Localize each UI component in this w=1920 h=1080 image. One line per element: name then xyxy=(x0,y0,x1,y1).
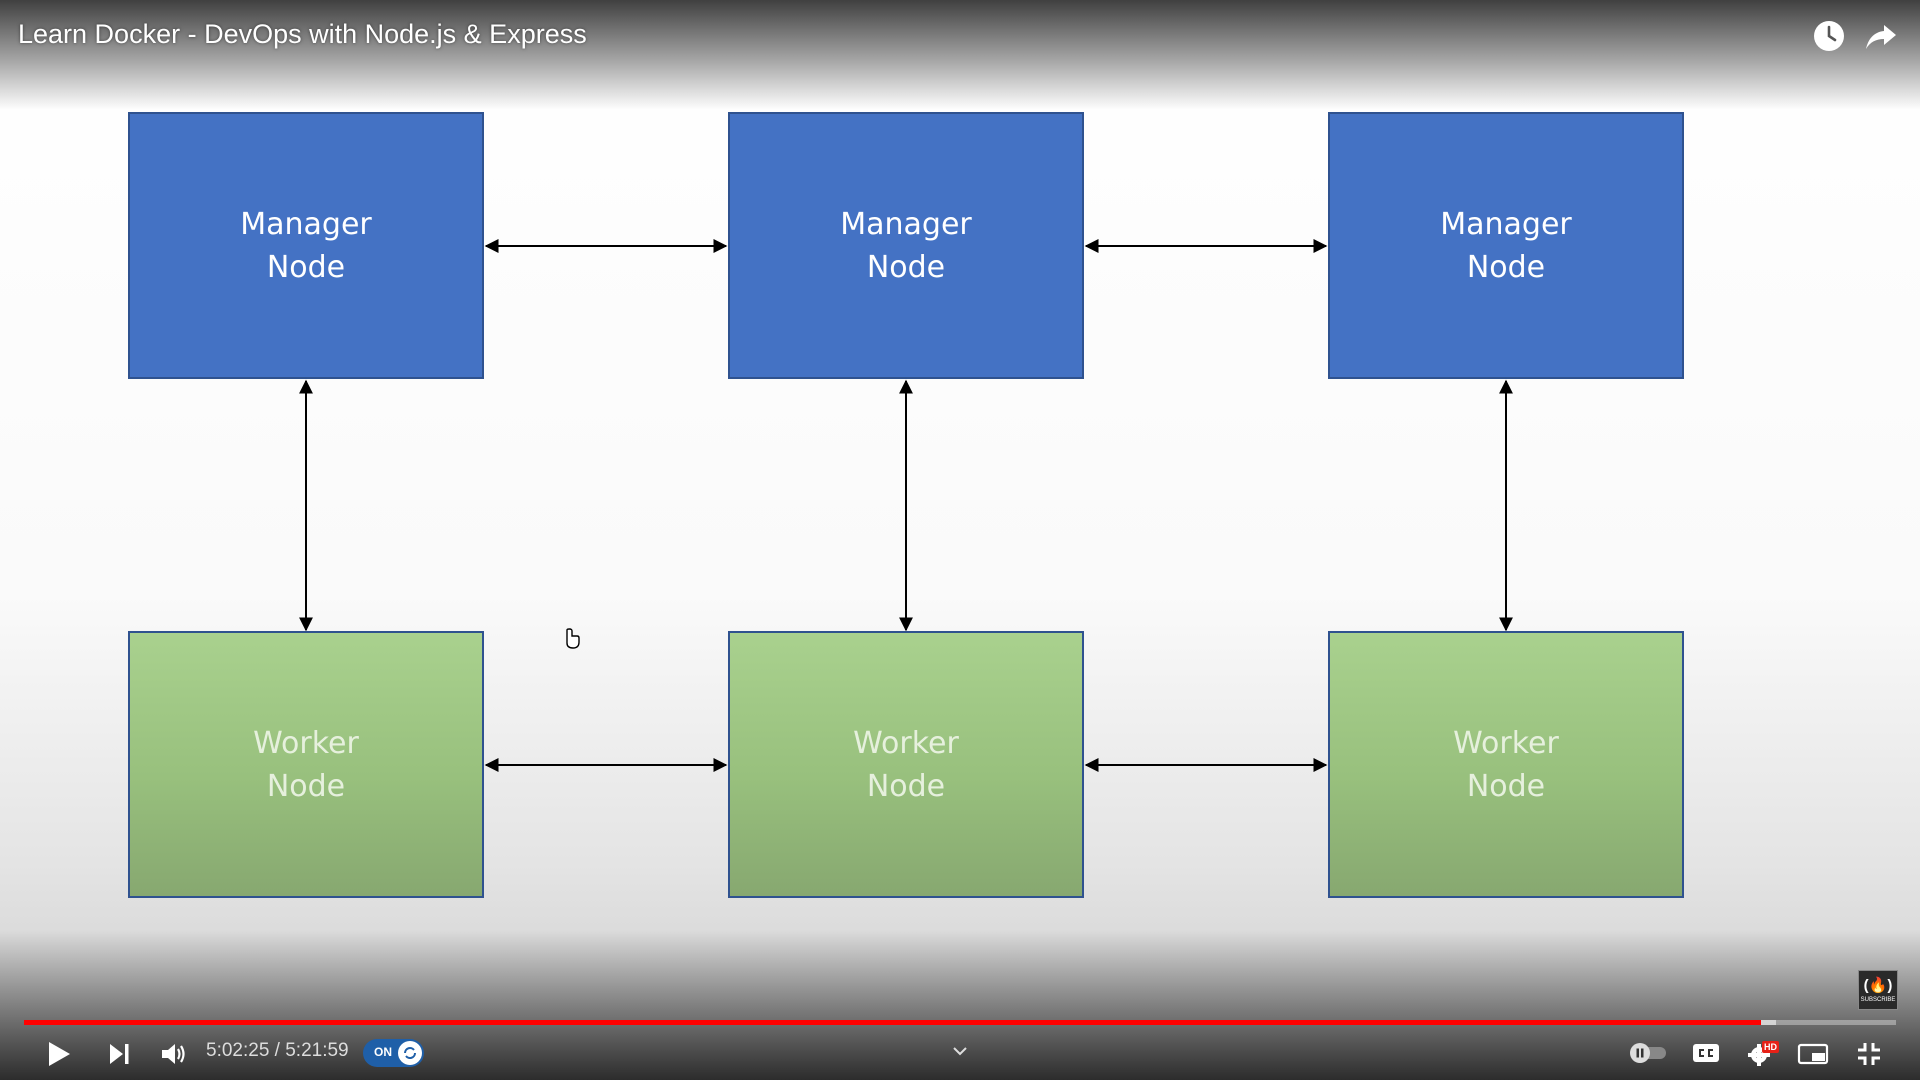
manager-node-1: Manager Node xyxy=(128,112,484,379)
gear-icon xyxy=(1748,1044,1770,1066)
node-label: Manager xyxy=(240,206,372,242)
pause-toggle-icon xyxy=(1630,1043,1666,1063)
worker-node-2: Worker Node xyxy=(728,631,1084,898)
node-label: Worker xyxy=(1453,725,1559,761)
watermark-text: SUBSCRIBE xyxy=(1860,997,1896,1003)
volume-button[interactable] xyxy=(158,1039,190,1069)
node-label: Worker xyxy=(253,725,359,761)
pause-toggle[interactable] xyxy=(1628,1039,1670,1067)
chevron-down-icon xyxy=(953,1047,967,1056)
skip-next-icon xyxy=(110,1044,129,1064)
hd-badge: HD xyxy=(1762,1041,1779,1053)
watermark-mark: (🔥) xyxy=(1863,977,1893,994)
worker-node-3: Worker Node xyxy=(1328,631,1684,898)
node-label: Node xyxy=(866,249,946,285)
autoplay-knob xyxy=(398,1041,422,1065)
clock-icon[interactable] xyxy=(1812,19,1846,53)
next-button[interactable] xyxy=(104,1040,134,1068)
worker-node-1: Worker Node xyxy=(128,631,484,898)
time-display: 5:02:25 / 5:21:59 xyxy=(206,1040,349,1061)
node-label: Node xyxy=(266,249,346,285)
node-label: Worker xyxy=(853,725,959,761)
node-label: Manager xyxy=(1440,206,1572,242)
miniplayer-icon xyxy=(1797,1043,1829,1065)
node-label: Manager xyxy=(840,206,972,242)
exit-fullscreen-button[interactable] xyxy=(1854,1040,1884,1068)
manager-node-2: Manager Node xyxy=(728,112,1084,379)
node-label: Node xyxy=(1466,249,1546,285)
share-arrow-icon[interactable] xyxy=(1864,19,1898,53)
node-label: Node xyxy=(866,768,946,804)
play-icon xyxy=(49,1042,70,1066)
volume-icon xyxy=(162,1044,185,1064)
autoplay-label: ON xyxy=(374,1045,392,1059)
node-label: Node xyxy=(266,768,346,804)
autoplay-toggle[interactable]: ON xyxy=(363,1039,424,1067)
video-title[interactable]: Learn Docker - DevOps with Node.js & Exp… xyxy=(18,19,587,49)
miniplayer-button[interactable] xyxy=(1796,1040,1830,1068)
exit-fullscreen-icon xyxy=(1858,1043,1880,1065)
cc-icon xyxy=(1693,1044,1719,1062)
settings-button[interactable] xyxy=(1744,1040,1776,1068)
top-overlay xyxy=(0,0,1920,110)
node-label: Node xyxy=(1466,768,1546,804)
captions-button[interactable] xyxy=(1690,1040,1722,1066)
channel-watermark[interactable]: (🔥) SUBSCRIBE xyxy=(1858,970,1898,1010)
progress-played xyxy=(24,1020,1762,1025)
progress-bar[interactable] xyxy=(24,1020,1896,1025)
hand-cursor-icon xyxy=(566,628,580,649)
manager-node-3: Manager Node xyxy=(1328,112,1684,379)
autoplay-icon xyxy=(404,1047,416,1059)
chapters-button[interactable] xyxy=(944,1040,976,1062)
play-button[interactable] xyxy=(44,1039,74,1069)
